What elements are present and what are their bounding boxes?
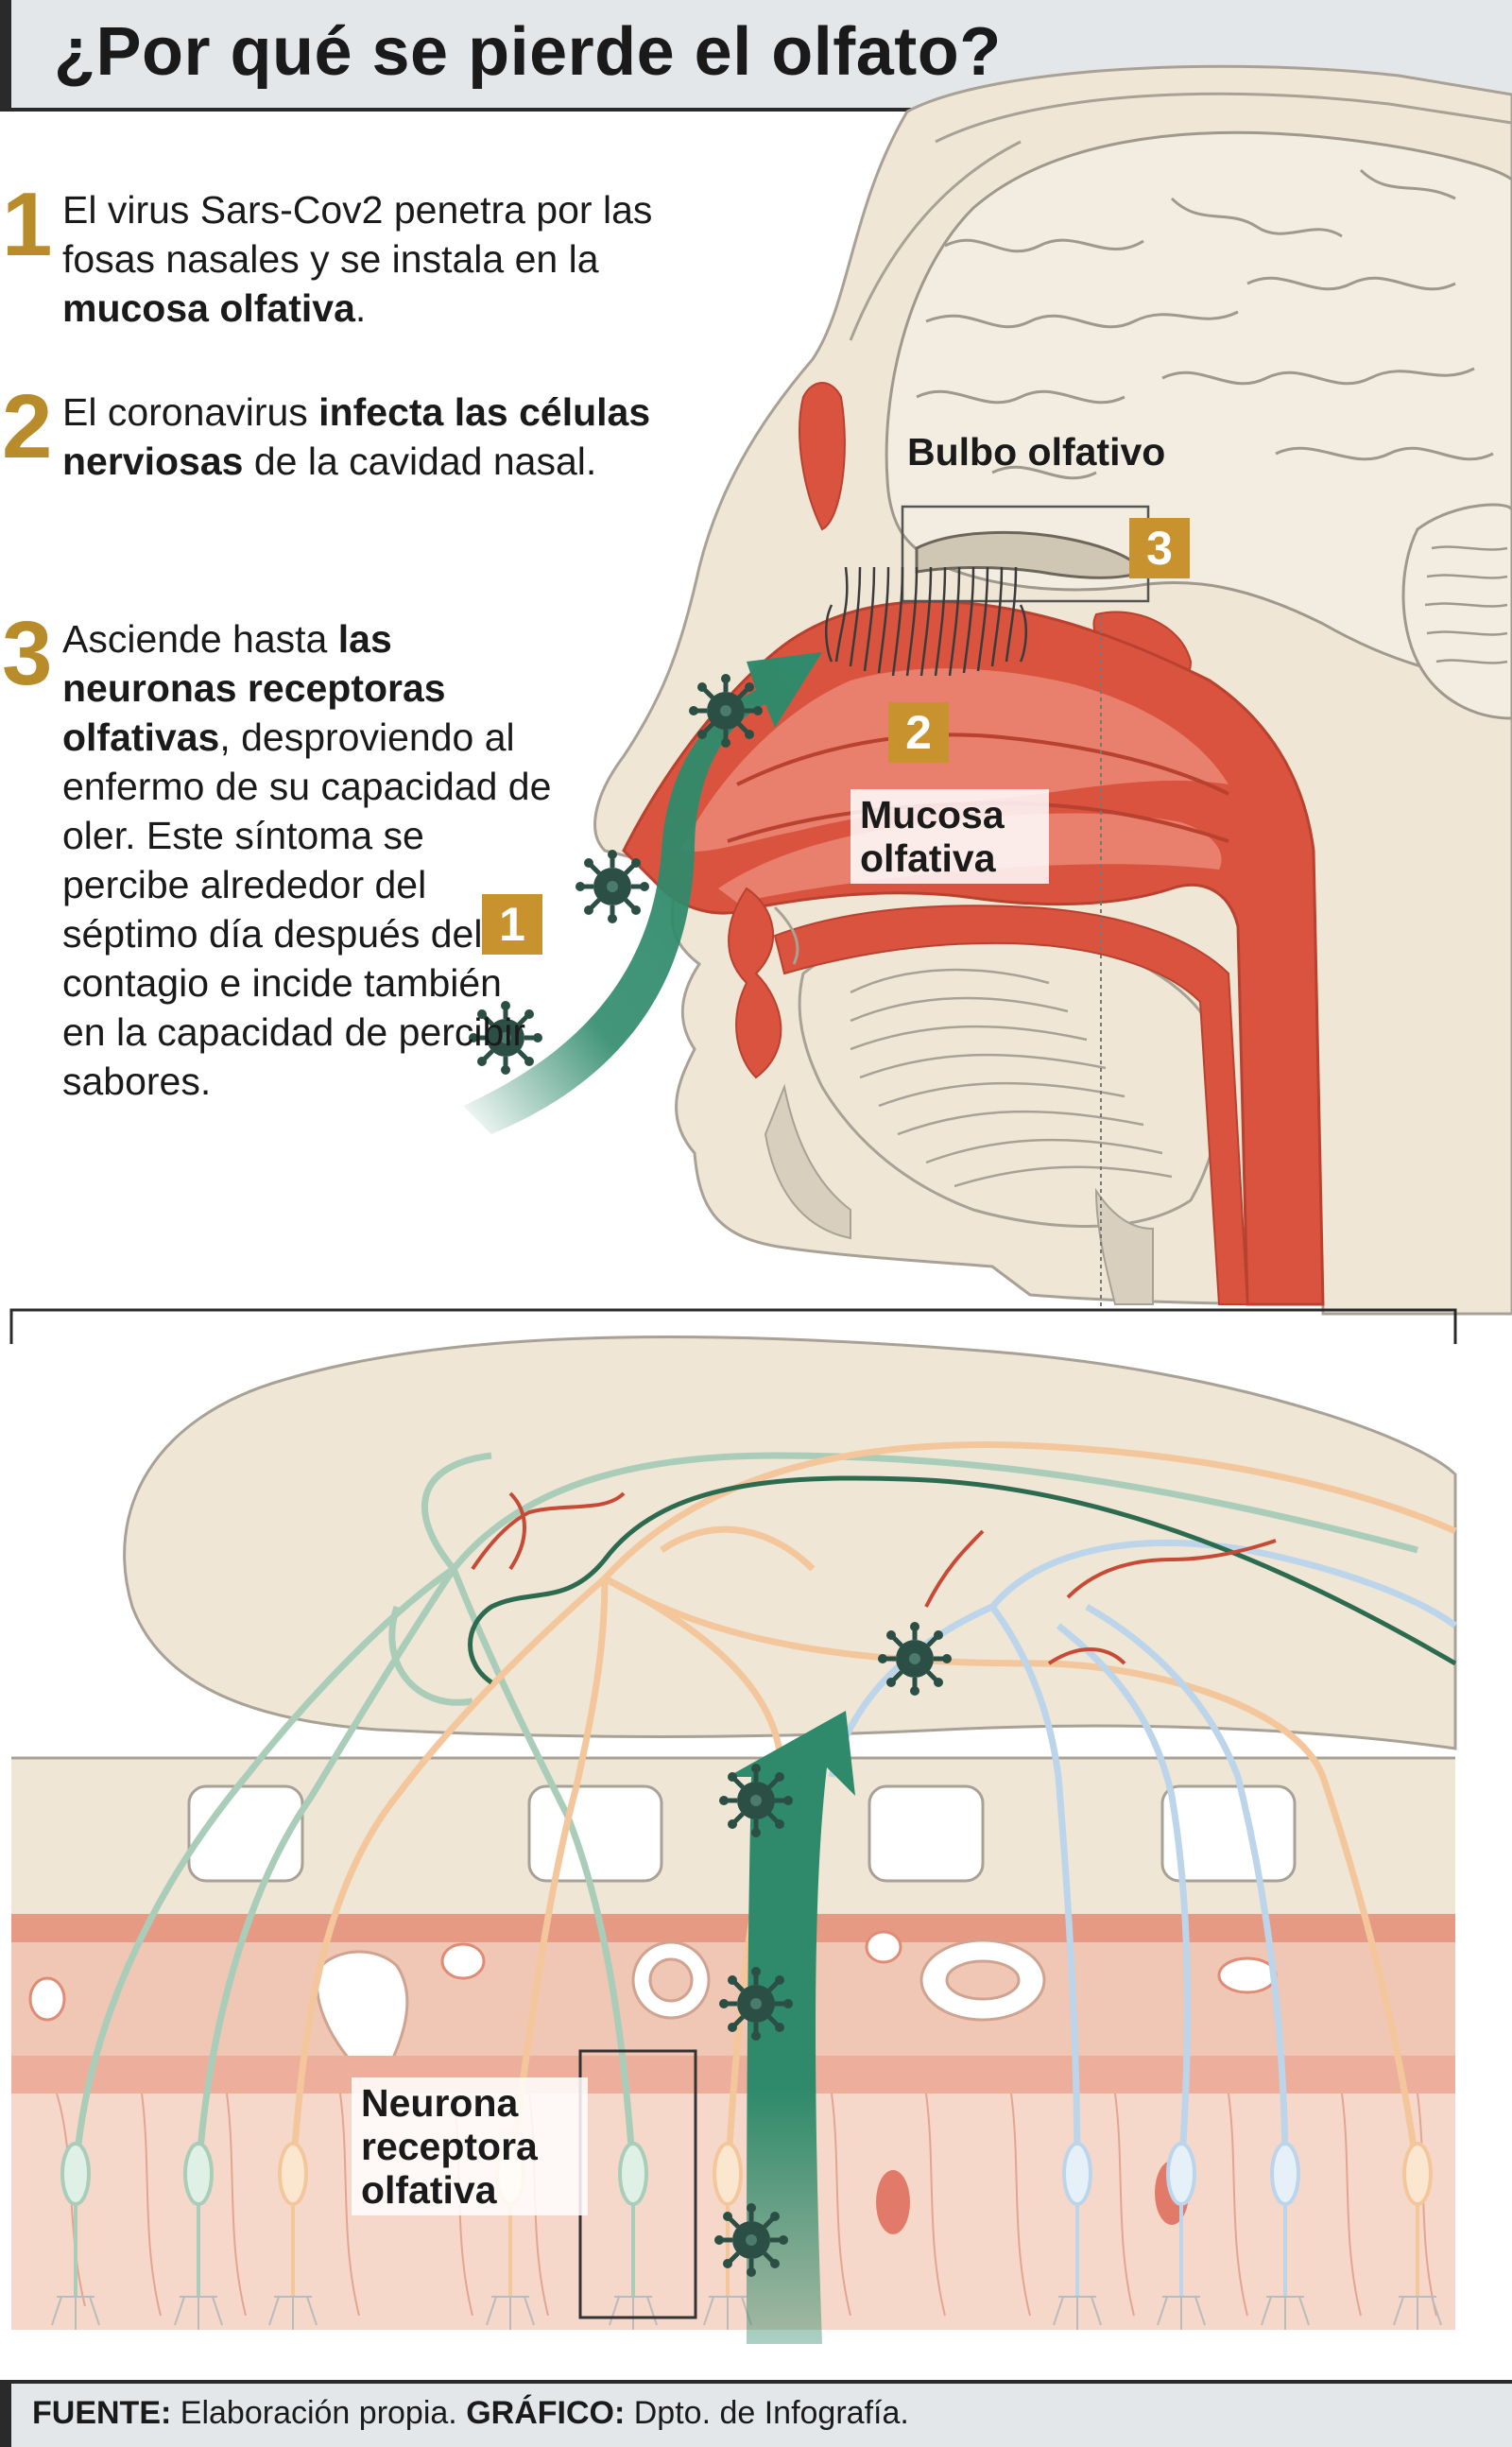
badge-2: 2 xyxy=(888,702,949,763)
step-number: 3 xyxy=(2,603,53,704)
virus-path-arrow xyxy=(463,652,822,1134)
badge-3: 3 xyxy=(1129,518,1190,578)
step-text: El coronavirus infecta las células nervi… xyxy=(62,390,651,483)
label-mucosa-olfativa: Mucosa olfativa xyxy=(850,789,1049,884)
cerebellum xyxy=(1401,503,1512,720)
label-neurona-receptora: Neurona receptora olfativa xyxy=(352,2077,588,2215)
bulb-tissue xyxy=(123,1336,1457,1750)
page-title: ¿Por qué se pierde el olfato? xyxy=(54,14,1002,90)
title-bar: ¿Por qué se pierde el olfato? xyxy=(0,0,1512,112)
step-number: 1 xyxy=(2,174,53,275)
frontal-sinus xyxy=(799,382,846,531)
step-text: El virus Sars-Cov2 penetra por las fosas… xyxy=(62,188,653,330)
badge-1: 1 xyxy=(482,894,542,955)
title-underline xyxy=(11,108,1512,112)
mucosa-detail xyxy=(9,1308,1458,2344)
virus-path-arrow-vertical xyxy=(728,1711,855,2344)
footer-rule xyxy=(11,2380,1512,2384)
step-number: 2 xyxy=(2,376,53,477)
virus-particle xyxy=(689,674,763,748)
virus-particle xyxy=(576,850,649,923)
neck xyxy=(1094,1187,1154,1305)
head-cross-section xyxy=(463,64,1512,1316)
virus-particle xyxy=(719,1967,793,2041)
virus-particle xyxy=(878,1622,952,1696)
virus-particle xyxy=(714,2203,788,2277)
label-bulbo-olfativo: Bulbo olfativo xyxy=(907,430,1166,474)
step-text: Asciende hasta las neuronas receptoras o… xyxy=(62,617,552,1103)
footer: FUENTE: Elaboración propia. GRÁFICO: Dpt… xyxy=(0,2380,1512,2447)
footer-credits: FUENTE: Elaboración propia. GRÁFICO: Dpt… xyxy=(32,2395,909,2431)
lips xyxy=(728,887,782,1079)
virus-particle xyxy=(719,1764,793,1837)
